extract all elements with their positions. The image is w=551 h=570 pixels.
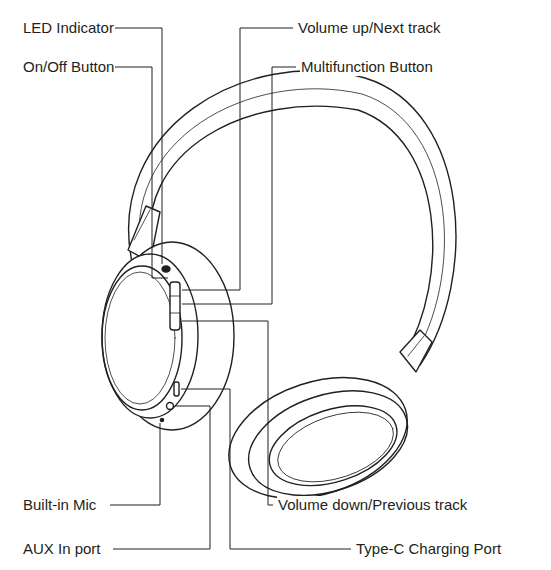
aux-port <box>167 403 174 410</box>
led-indicator <box>162 266 170 272</box>
left-earcup-face <box>105 272 175 404</box>
type-c-port <box>174 382 179 396</box>
part-label: AUX In port <box>22 540 102 558</box>
part-label: On/Off Button <box>22 58 115 76</box>
part-label: LED Indicator <box>22 19 115 37</box>
part-label: Volume down/Previous track <box>277 496 468 514</box>
left-hinge-line <box>134 210 150 240</box>
right-hinge-line <box>408 336 424 356</box>
left-earcup-cushion <box>102 266 182 410</box>
part-label: Built-in Mic <box>22 496 97 514</box>
headband-outer <box>129 71 456 365</box>
part-label: Multifunction Button <box>300 58 434 76</box>
leader-lines <box>106 28 351 549</box>
right-hinge <box>400 330 432 372</box>
mic-hole <box>160 418 163 421</box>
part-label: Volume up/Next track <box>297 19 442 37</box>
button-strip <box>170 282 180 330</box>
part-label: Type-C Charging Port <box>355 540 502 558</box>
left-earcup-rim <box>102 254 198 418</box>
